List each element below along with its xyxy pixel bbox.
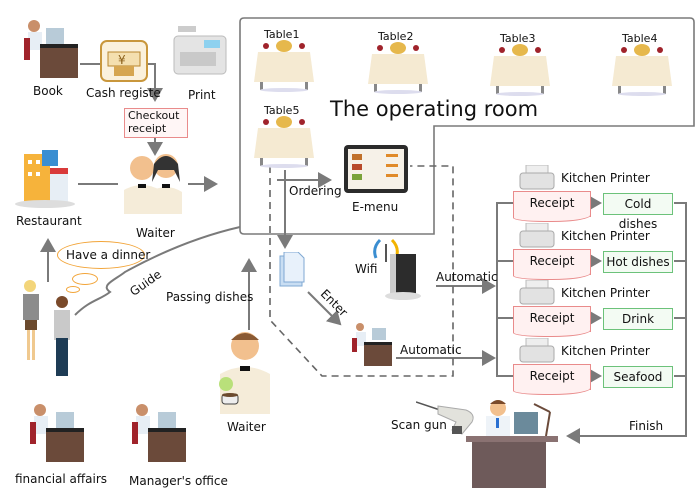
kitchen-printer-icon [518,279,556,310]
emenu-tablet-icon [344,145,408,193]
print-label: Print [188,88,216,102]
kitchen-printer-label: Kitchen Printer [561,229,650,243]
dining-table-icon[interactable] [488,44,552,100]
waiters-icon [118,150,188,214]
restaurant-label: Restaurant [16,214,82,228]
thought-bubble-text: Have a dinner [66,248,151,262]
ordering-label: Ordering [289,184,342,198]
dining-table-icon[interactable] [252,116,316,172]
cash-register-label: Cash registe [86,86,161,100]
document-icon [278,251,306,288]
book-desk-icon [20,16,78,78]
kitchen-printer-icon [518,337,556,368]
thought-dot-2 [66,286,80,293]
enter-arrow [307,291,342,326]
thought-dot-1 [72,273,98,285]
financial-label: financial affairs [15,472,108,486]
kitchen-printer-label: Kitchen Printer [561,344,650,358]
waiter2-label: Waiter [227,420,266,434]
table-label: Table2 [378,30,414,43]
dish-category-box: Cold dishes [603,193,673,231]
thought-bubble [57,241,145,269]
dish-category-box: Hot dishes [603,251,673,273]
automatic-top-label: Automatic [436,270,498,284]
kitchen-printer-icon [518,222,556,253]
kitchen-printer-label: Kitchen Printer [561,286,650,300]
cash-register-icon: ¥ [100,40,148,82]
receipt-box: Receipt [513,191,591,222]
operating-room-title: The operating room [330,97,539,121]
manager-label: Manager's office [129,474,228,488]
customers-icon [18,276,78,380]
data-entry-desk-icon [350,320,392,366]
dashed-region [269,165,454,377]
printer-machine-icon [166,22,230,78]
automatic-bottom-label: Automatic [400,343,462,357]
finish-line [566,202,687,444]
wifi-label: Wifi [355,262,378,276]
dish-category-box: Drink [603,308,673,330]
wifi-router-icon [370,236,436,302]
cashier-desk-icon [462,398,562,490]
operating-room-frame [239,17,695,235]
register-to-checkout-arrow [147,63,163,102]
manager-desk-icon [128,400,186,462]
dining-table-icon[interactable] [610,44,674,100]
emenu-label: E-menu [352,200,399,214]
kitchen-printer-icon [518,164,556,195]
checkout-receipt: Checkout receipt [124,108,188,138]
table-label: Table5 [264,104,300,117]
waiter-label: Waiter [136,226,175,240]
restaurant-building-icon [12,146,78,208]
passing-dishes-label: Passing dishes [166,290,254,304]
table-label: Table1 [264,28,300,41]
table-label: Table3 [500,32,536,45]
scan-gun-icon [415,400,478,436]
waiter-serving-icon [214,326,276,414]
table-label: Table4 [622,32,658,45]
kitchen-printer-label: Kitchen Printer [561,171,650,185]
book-label: Book [33,84,63,98]
dining-table-icon[interactable] [366,42,430,98]
svg-text:¥: ¥ [118,53,126,67]
dining-table-icon[interactable] [252,40,316,96]
guide-curve [74,226,241,316]
kitchen-left-bus [496,202,513,377]
receipt-box: Receipt [513,306,591,337]
receipt-box: Receipt [513,249,591,280]
financial-desk-icon [26,400,84,462]
dish-category-box: Seafood [603,366,673,388]
scan-gun-label: Scan gun [391,418,447,432]
finish-label: Finish [629,419,664,433]
receipt-box: Receipt [513,364,591,395]
